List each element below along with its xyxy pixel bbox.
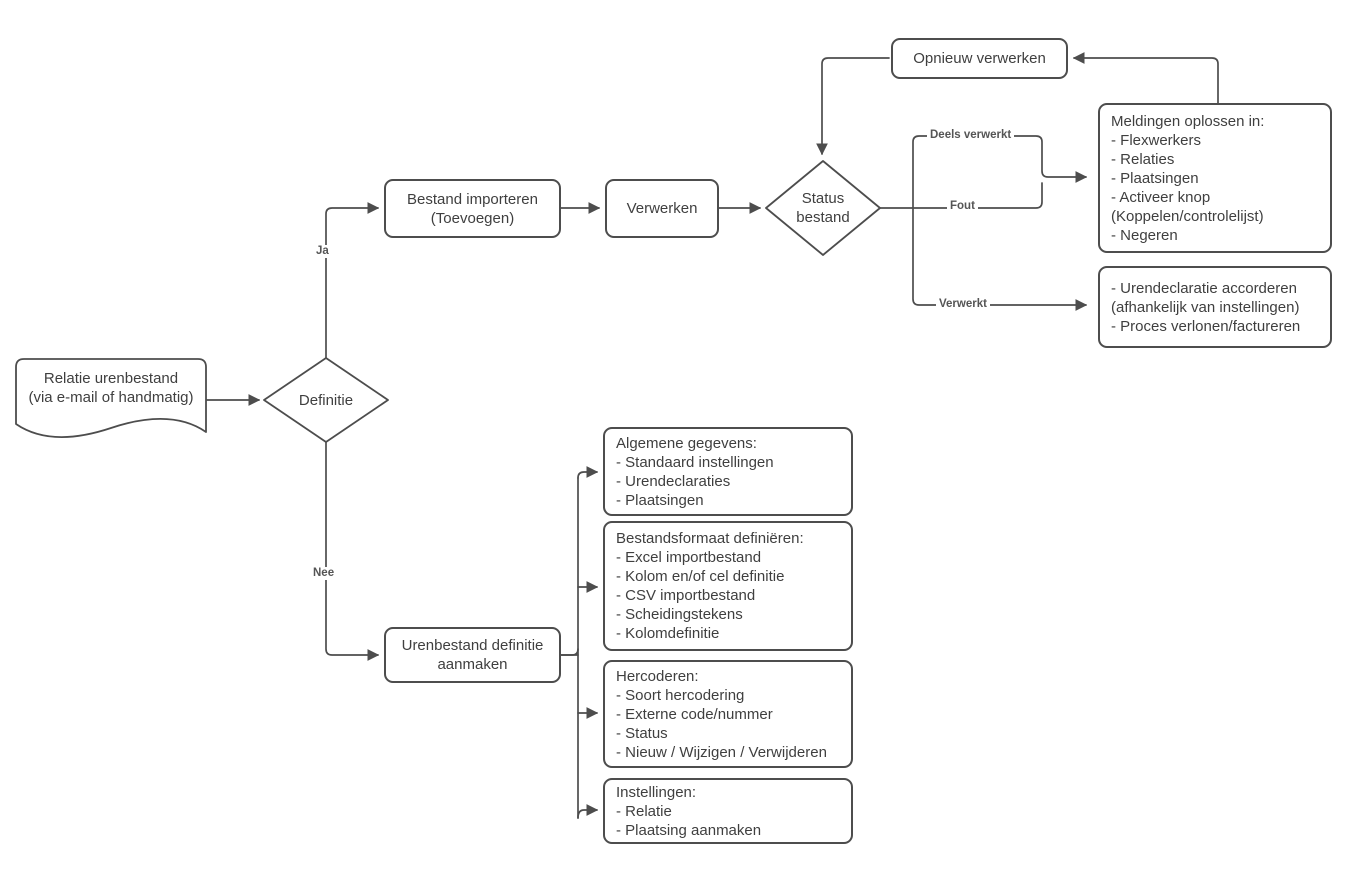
node-relatie-urenbestand-label: Relatie urenbestand (via e-mail of handm… (28, 370, 194, 406)
edge-definitie-ja (325, 202, 380, 359)
edge-opnieuw-to-status (816, 57, 890, 156)
node-meldingen-oplossen[interactable]: Meldingen oplossen in: - Flexwerkers - R… (1098, 103, 1332, 253)
edge-verwerkt (912, 207, 1088, 311)
node-bestandsformaat-definieren[interactable]: Bestandsformaat definiëren: - Excel impo… (603, 521, 853, 651)
node-bestandsformaat-definieren-label: Bestandsformaat definiëren: - Excel impo… (616, 530, 804, 642)
node-verwerken[interactable]: Verwerken (605, 179, 719, 238)
diamond-shape-icon (765, 160, 881, 256)
node-definitie-label: Definitie (298, 391, 354, 409)
edge-meldingen-to-opnieuw (1072, 52, 1219, 104)
edge-label-fout: Fout (947, 200, 978, 213)
node-algemene-gegevens[interactable]: Algemene gegevens: - Standaard instellin… (603, 427, 853, 516)
edge-label-nee: Nee (310, 567, 338, 580)
node-hercoderen-label: Hercoderen: - Soort hercodering - Extern… (616, 667, 827, 761)
edge-to-instellingen (577, 804, 599, 819)
node-status-bestand[interactable]: Status bestand (764, 159, 882, 257)
edge-label-deels-verwerkt: Deels verwerkt (927, 129, 1015, 142)
node-instellingen[interactable]: Instellingen: - Relatie - Plaatsing aanm… (603, 778, 853, 844)
node-verwerken-label: Verwerken (626, 200, 698, 217)
node-urenbestand-definitie-aanmaken[interactable]: Urenbestand definitie aanmaken (384, 627, 561, 683)
node-opnieuw-verwerken-label: Opnieuw verwerken (913, 50, 1046, 67)
edge-definitie-aanmaken-trunk (560, 648, 579, 656)
diamond-shape-icon (263, 357, 389, 443)
node-status-bestand-label: Status bestand (796, 190, 850, 226)
document-shape-icon (15, 358, 207, 438)
edge-definitie-nee (325, 441, 380, 661)
edge-deels-verwerkt (912, 135, 1088, 209)
node-definitie[interactable]: Definitie (262, 356, 390, 444)
node-relatie-urenbestand[interactable]: Relatie urenbestand (via e-mail of handm… (15, 356, 207, 444)
node-urendeclaratie-accorderen-label: - Urendeclaratie accorderen (afhankelijk… (1111, 279, 1301, 335)
node-bestand-importeren[interactable]: Bestand importeren (Toevoegen) (384, 179, 561, 238)
node-urendeclaratie-accorderen[interactable]: - Urendeclaratie accorderen (afhankelijk… (1098, 266, 1332, 348)
node-algemene-gegevens-label: Algemene gegevens: - Standaard instellin… (616, 434, 774, 509)
node-bestand-importeren-label: Bestand importeren (Toevoegen) (407, 190, 538, 227)
node-meldingen-oplossen-label: Meldingen oplossen in: - Flexwerkers - R… (1111, 112, 1265, 244)
node-instellingen-label: Instellingen: - Relatie - Plaatsing aanm… (616, 783, 762, 839)
node-urenbestand-definitie-aanmaken-label: Urenbestand definitie aanmaken (401, 637, 544, 673)
edge-label-ja: Ja (313, 245, 332, 258)
node-hercoderen[interactable]: Hercoderen: - Soort hercodering - Extern… (603, 660, 853, 768)
edge-to-algemene-gegevens (577, 466, 599, 479)
edge-label-verwerkt: Verwerkt (936, 298, 990, 311)
node-opnieuw-verwerken[interactable]: Opnieuw verwerken (891, 38, 1068, 79)
